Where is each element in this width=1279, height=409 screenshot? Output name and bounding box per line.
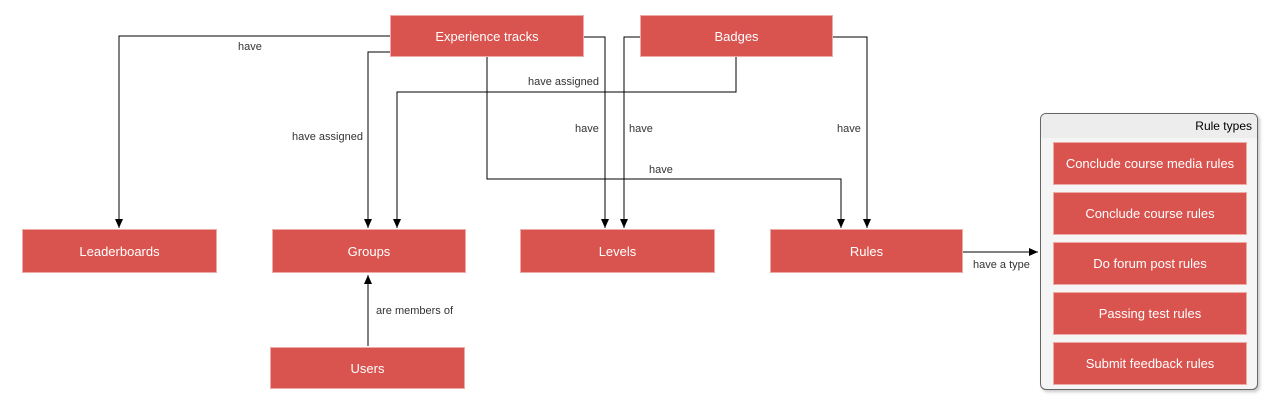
edge-experience-tracks-to-levels	[584, 36, 609, 228]
edge-badges-to-rules	[833, 36, 871, 228]
node-passing-test-rules[interactable]: Passing test rules	[1053, 292, 1247, 335]
node-users[interactable]: Users	[270, 347, 465, 389]
edge-label-badges-groups: have assigned	[527, 76, 600, 89]
node-experience-tracks[interactable]: Experience tracks	[390, 15, 584, 57]
rule-types-panel-title: Rule types	[1041, 114, 1257, 138]
edge-label-experience-tracks-rules: have	[648, 164, 674, 177]
node-conclude-course-rules[interactable]: Conclude course rules	[1053, 192, 1247, 235]
edge-label-users-groups: are members of	[375, 305, 455, 318]
edge-experience-tracks-to-rules	[486, 57, 845, 228]
node-do-forum-post-rules[interactable]: Do forum post rules	[1053, 242, 1247, 285]
node-groups[interactable]: Groups	[272, 229, 466, 273]
rule-types-panel-items: Conclude course media rules Conclude cou…	[1041, 138, 1257, 389]
edge-label-badges-rules: have	[836, 123, 862, 136]
edge-label-rules-rule-types: have a type	[972, 259, 1031, 272]
node-submit-feedback-rules[interactable]: Submit feedback rules	[1053, 342, 1247, 385]
node-badges[interactable]: Badges	[640, 15, 833, 57]
edge-label-badges-levels: have	[628, 123, 654, 136]
edge-experience-tracks-to-groups	[364, 51, 390, 228]
node-levels[interactable]: Levels	[520, 229, 715, 273]
node-conclude-course-media-rules[interactable]: Conclude course media rules	[1053, 142, 1247, 185]
edge-label-experience-tracks-leaderboards: have	[237, 41, 263, 54]
edge-label-experience-tracks-levels: have	[574, 123, 600, 136]
edge-experience-tracks-to-leaderboards	[115, 35, 390, 228]
edge-label-experience-tracks-groups: have assigned	[291, 131, 364, 144]
rule-types-panel: Rule types Conclude course media rules C…	[1040, 113, 1258, 390]
edge-badges-to-groups	[393, 57, 737, 228]
node-leaderboards[interactable]: Leaderboards	[22, 229, 217, 273]
node-rules[interactable]: Rules	[770, 229, 963, 273]
edge-badges-to-levels	[620, 36, 640, 228]
